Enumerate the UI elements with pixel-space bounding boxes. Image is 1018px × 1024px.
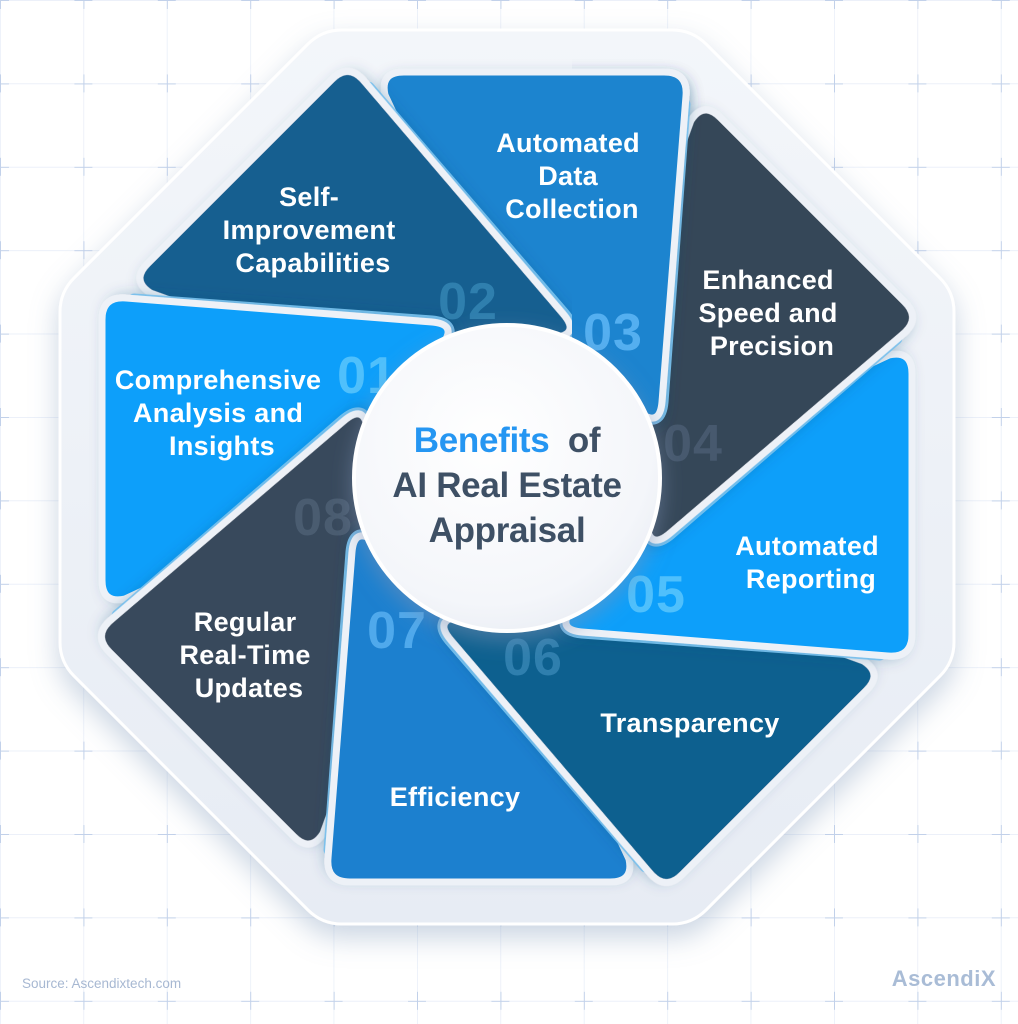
segment-label-06: Transparency [600,708,779,738]
segment-label-01: Comprehensive Analysis and Insights [115,365,329,461]
segment-label-02: Self- Improvement Capabilities [223,182,404,278]
segment-number-04: 04 [663,415,723,473]
segment-number-05: 05 [626,566,686,624]
segment-label-08: Regular Real-Time Updates [179,607,318,703]
center-title-line3: Appraisal [429,511,586,550]
segment-label-07: Efficiency [390,782,521,812]
segment-number-02: 02 [438,273,498,331]
segment-label-04: Enhanced Speed and Precision [698,265,845,361]
segment-number-06: 06 [503,629,563,687]
center-title-of: of [568,421,601,460]
center-title-line2: AI Real Estate [392,466,621,505]
segment-number-08: 08 [293,489,353,547]
center-title-accent: Benefits [414,421,550,460]
segment-label-05: Automated Reporting [735,531,887,594]
brand-logo: AscendiX [892,966,996,991]
source-credit: Source: Ascendixtech.com [22,976,181,991]
segment-number-07: 07 [367,602,427,660]
segment-label-03: Automated Data Collection [496,128,648,224]
segment-labels: Comprehensive Analysis and Insights Self… [115,128,887,812]
segment-numbers: 01 02 03 04 05 06 07 08 [293,273,723,687]
center-title: Benefits of AI Real Estate Appraisal [392,421,622,550]
center-circle [352,323,662,633]
center-title-line1: Benefits of [414,421,601,460]
